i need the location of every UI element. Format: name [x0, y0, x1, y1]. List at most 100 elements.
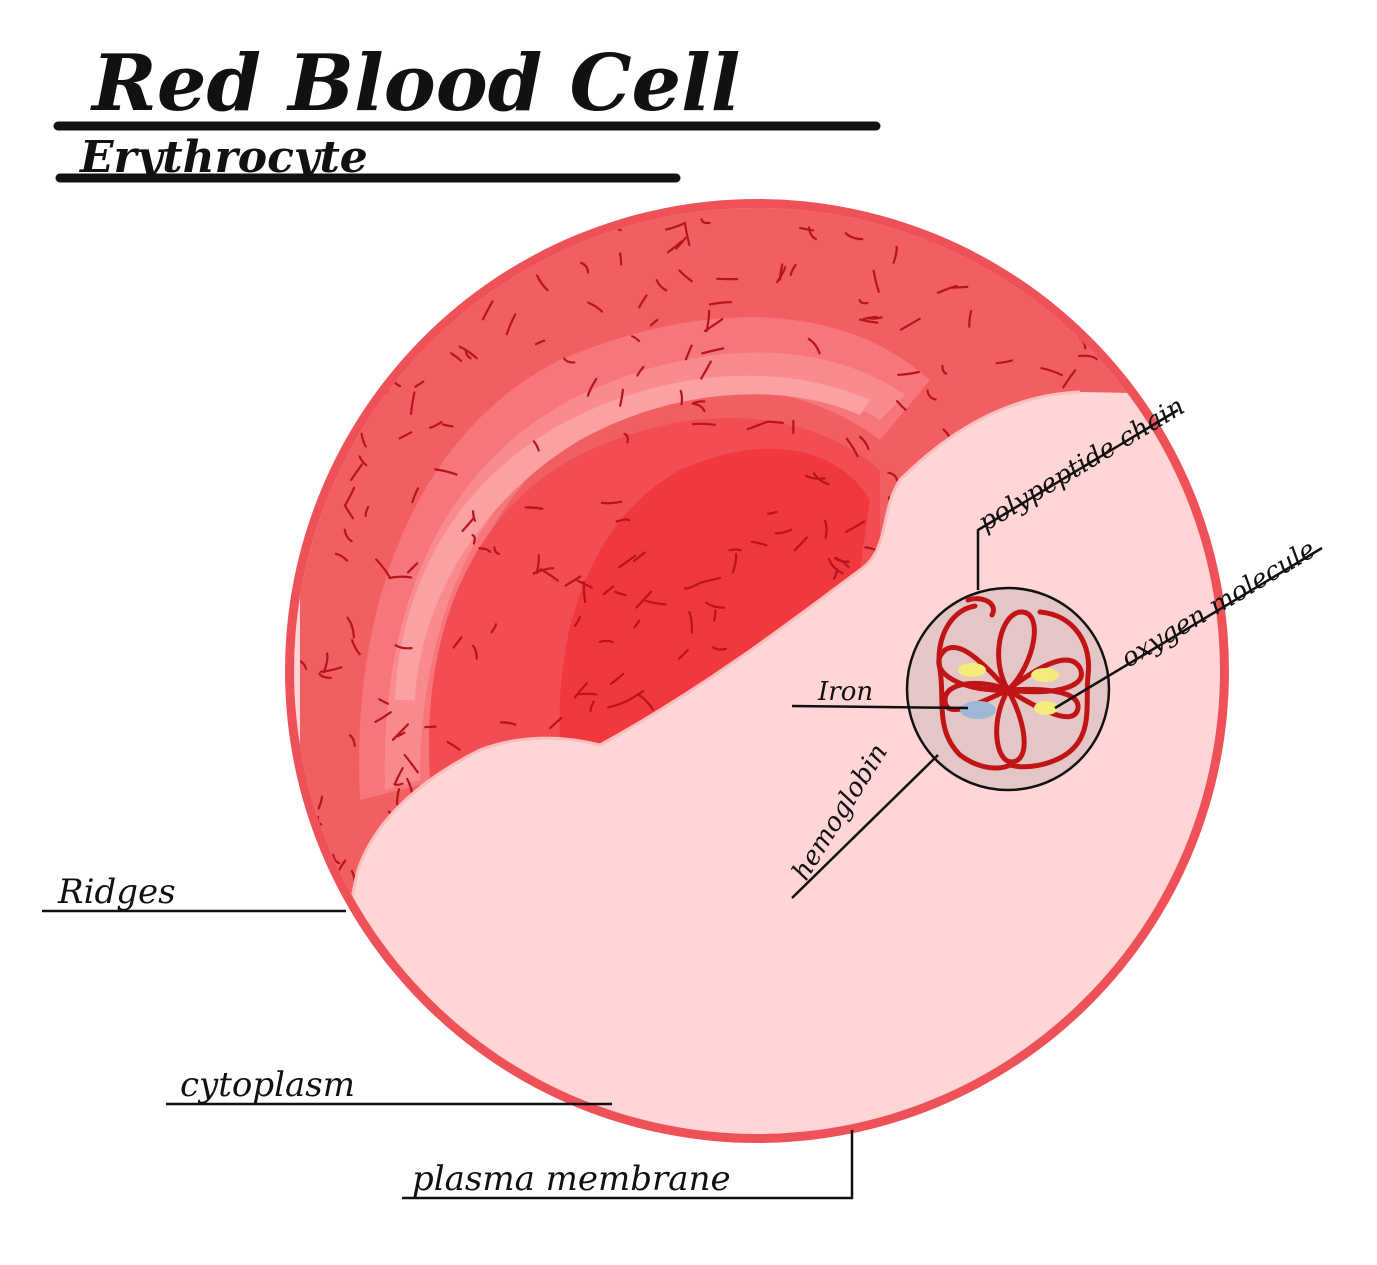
ridge-texture-stroke: [920, 208, 933, 219]
ridge-texture-stroke: [701, 347, 725, 355]
ridge-texture-stroke: [375, 558, 391, 578]
ridge-texture-stroke: [300, 658, 308, 670]
ridge-texture-stroke: [317, 795, 324, 810]
ridge-texture-stroke: [439, 268, 443, 287]
ridge-texture-stroke: [406, 562, 419, 574]
ridge-texture-stroke: [403, 753, 419, 774]
ridge-texture-stroke: [318, 672, 332, 679]
ridge-texture-stroke: [799, 226, 815, 232]
ridge-texture-stroke: [700, 360, 712, 380]
ridge-texture-stroke: [441, 423, 454, 428]
ridge-texture-stroke: [378, 698, 390, 705]
ridge-texture-stroke: [845, 520, 866, 533]
ridge-texture-stroke: [300, 317, 302, 324]
ridge-texture-stroke: [564, 575, 582, 587]
ridge-texture-stroke: [411, 487, 420, 504]
ridge-texture-stroke: [461, 517, 475, 533]
ridge-texture-stroke: [866, 316, 883, 320]
ridge-texture-stroke: [490, 623, 498, 634]
ridge-texture-stroke: [699, 576, 722, 584]
ridge-texture-stroke: [644, 599, 667, 606]
ridge-texture-stroke: [631, 335, 641, 343]
ridge-texture-stroke: [896, 400, 907, 411]
ridge-texture-stroke: [358, 455, 368, 467]
ridge-texture-stroke: [589, 700, 595, 713]
ridge-texture-stroke: [301, 374, 312, 383]
plasma-membrane-leader: [402, 1130, 854, 1200]
ridge-texture-stroke: [728, 548, 742, 552]
ridge-texture-stroke: [394, 644, 413, 650]
ridge-texture-stroke: [406, 208, 421, 220]
ridge-texture-stroke: [968, 309, 973, 328]
ridge-texture-stroke: [532, 569, 543, 575]
ridge-texture-stroke: [300, 813, 309, 820]
oxygen-molecule-1: [958, 663, 986, 677]
ridge-texture-stroke: [318, 967, 334, 986]
ridge-texture-stroke: [450, 352, 463, 362]
polypeptide-chain-leader: [976, 408, 1179, 590]
ridge-texture-stroke: [767, 420, 784, 424]
red-blood-cell: [285, 199, 1229, 1143]
ridge-texture-stroke: [293, 551, 295, 564]
ridge-texture-stroke: [415, 209, 424, 229]
ridge-texture-stroke: [602, 585, 615, 596]
ridge-texture-stroke: [1178, 250, 1196, 266]
ridge-texture-stroke: [524, 506, 544, 510]
ridge-texture-stroke: [776, 266, 787, 284]
ridge-texture-stroke: [576, 579, 593, 589]
ridge-texture-stroke: [322, 326, 342, 334]
ridge-texture-stroke: [1062, 369, 1077, 389]
ridge-texture-stroke: [395, 731, 406, 738]
ridge-texture-stroke: [364, 386, 368, 406]
ridge-texture-stroke: [731, 553, 738, 574]
ridge-texture-stroke: [1032, 260, 1043, 267]
ridge-texture-stroke: [343, 417, 350, 428]
ridge-texture-stroke: [1101, 346, 1124, 351]
ridge-texture-stroke: [496, 244, 508, 249]
ridge-texture-stroke: [688, 610, 694, 634]
ridge-texture-stroke: [708, 301, 733, 306]
ridge-texture-stroke: [845, 437, 859, 458]
ridge-texture-stroke: [887, 471, 899, 482]
ridge-texture-stroke: [458, 256, 473, 260]
ridge-texture-stroke: [364, 505, 370, 518]
ridge-texture-stroke: [678, 269, 693, 283]
ridge-texture-stroke: [353, 208, 368, 211]
ridge-texture-stroke: [464, 350, 472, 360]
ridge-texture-stroke: [556, 222, 568, 228]
ridge-texture-stroke: [779, 263, 784, 281]
ridge-texture-stroke: [899, 317, 921, 331]
ridge-texture-stroke: [766, 511, 778, 515]
ridge-texture-stroke: [383, 323, 400, 331]
ridge-texture-stroke: [666, 240, 683, 254]
ridge-texture-stroke: [388, 575, 413, 580]
ridge-texture-stroke: [393, 782, 404, 786]
ridge-texture-stroke: [409, 391, 416, 415]
ridge-texture-stroke: [300, 920, 310, 933]
ridge-texture-stroke: [300, 405, 312, 418]
ridge-texture-stroke: [345, 404, 360, 413]
ridge-texture-stroke: [665, 221, 687, 231]
ridge-texture-stroke: [897, 370, 920, 376]
ridge-texture-stroke: [549, 716, 563, 730]
ridge-texture-stroke: [285, 454, 299, 457]
ridge-texture-stroke: [636, 365, 645, 377]
ridge-texture-stroke: [472, 644, 478, 660]
ridge-texture-stroke: [712, 646, 727, 651]
ridge-texture-stroke: [374, 711, 392, 723]
ridge-texture-stroke: [391, 723, 410, 741]
ridge-texture-stroke: [414, 380, 425, 388]
ridge-texture-stroke: [346, 616, 355, 639]
ridge-texture-stroke: [402, 221, 413, 232]
ridge-texture-stroke: [623, 432, 629, 444]
ridge-texture-stroke: [1085, 287, 1096, 294]
ridge-texture-stroke: [834, 556, 850, 569]
ridge-texture-stroke: [344, 298, 357, 309]
ridge-texture-stroke: [580, 261, 590, 274]
ridge-texture-stroke: [635, 590, 653, 609]
ridge-texture-stroke: [679, 389, 684, 406]
ridge-texture-stroke: [428, 421, 443, 429]
ridge-texture-stroke: [607, 701, 625, 709]
ridge-texture-stroke: [691, 402, 706, 413]
ridge-texture-stroke: [333, 978, 354, 989]
